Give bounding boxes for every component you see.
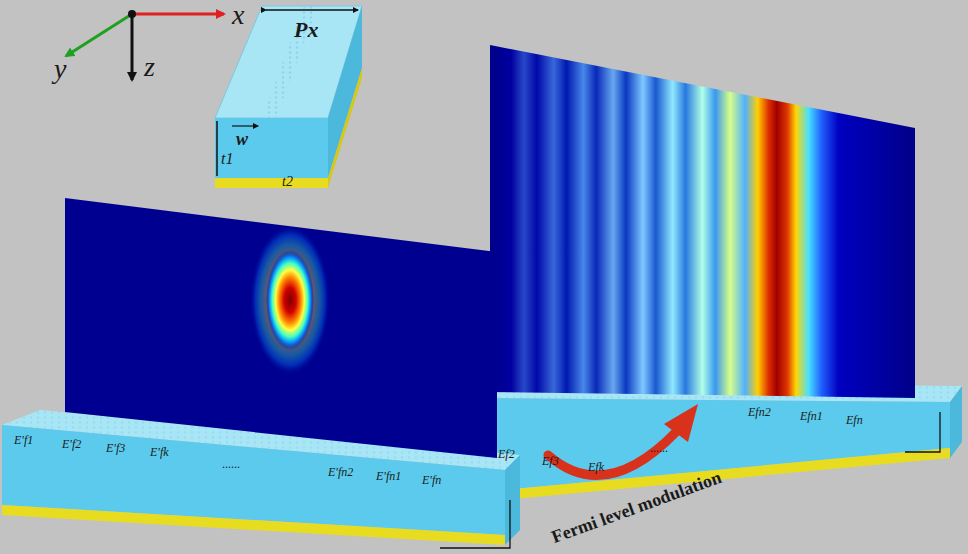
label: E'fn1 xyxy=(376,470,401,483)
label: z xyxy=(144,52,155,83)
label: x xyxy=(232,0,244,31)
label: ...... xyxy=(650,442,668,455)
label: Efk xyxy=(588,461,604,474)
right-device xyxy=(480,45,962,502)
label: E'f3 xyxy=(106,442,125,455)
label: Ef3 xyxy=(542,455,559,468)
label: E'fn xyxy=(422,474,441,487)
label: Px xyxy=(294,18,318,42)
caption-label: Fermi level modulation xyxy=(549,468,724,548)
label: w xyxy=(236,130,248,150)
label: ...... xyxy=(222,458,240,471)
unit-cell xyxy=(215,6,362,188)
label: E'f1 xyxy=(14,434,33,447)
label: t2 xyxy=(282,174,293,189)
label: t1 xyxy=(221,150,233,168)
label: Ef2 xyxy=(498,448,515,461)
label: y xyxy=(54,54,66,85)
label: E'fk xyxy=(150,446,169,459)
modulation-arrow xyxy=(548,404,698,475)
label: E'f2 xyxy=(62,438,81,451)
left-device xyxy=(2,198,520,548)
label: Efn xyxy=(846,414,863,427)
label: Efn2 xyxy=(748,406,771,419)
label: E'fn2 xyxy=(328,466,353,479)
label: Efn1 xyxy=(800,410,823,423)
